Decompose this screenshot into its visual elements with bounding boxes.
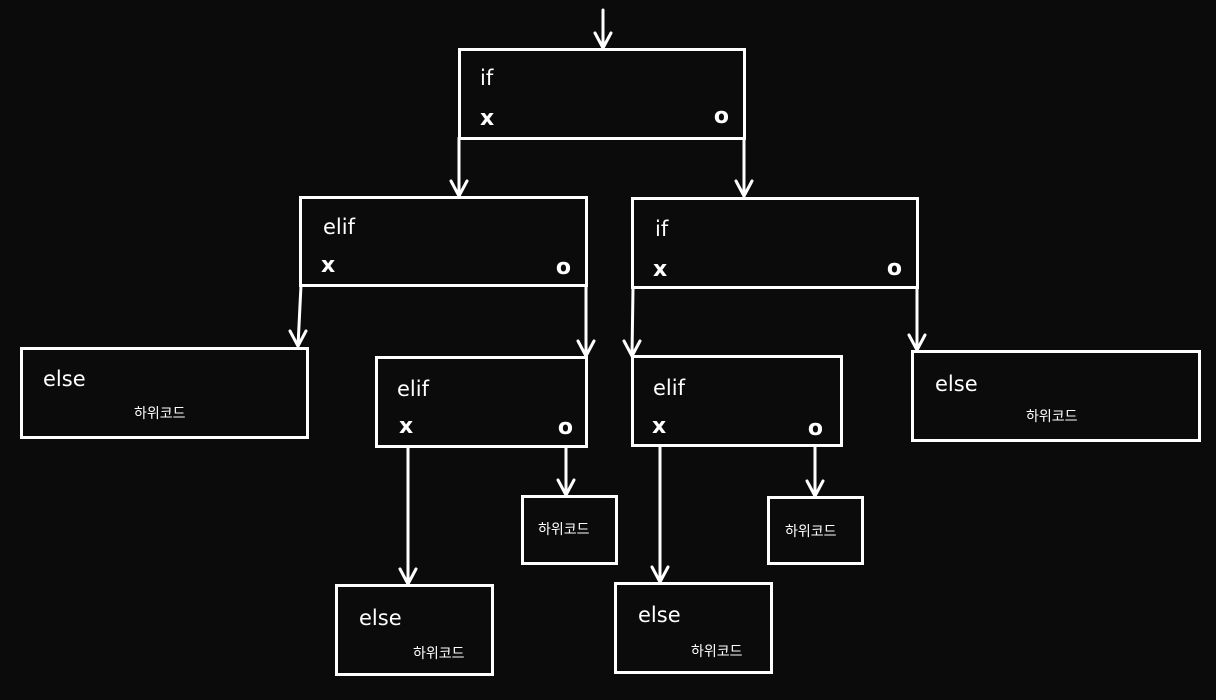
subcode-mid-left-label: 하위코드 (538, 522, 590, 538)
arrow-if-right-o-to-else (907, 285, 927, 352)
arrow-elif-left-o-to-elif (576, 283, 596, 358)
else-bottom-right-keyword: else (638, 603, 681, 627)
arrow-root-o-to-if-right (734, 136, 754, 198)
else-far-left-keyword: else (43, 367, 86, 391)
elif-mid-left-node: elif x o (375, 356, 588, 448)
elif-left-true-label: o (555, 255, 571, 280)
else-far-right-node: else 하위코드 (911, 350, 1201, 442)
else-bottom-left-node: else 하위코드 (335, 584, 494, 676)
elif-left-node: elif x o (299, 196, 588, 287)
else-far-left-subcode: 하위코드 (134, 406, 186, 422)
if-right-false-label: x (653, 257, 668, 282)
elif-mid-right-true-label: o (807, 416, 823, 441)
subcode-mid-left-node: 하위코드 (521, 495, 618, 565)
arrow-if-right-x-to-elif (622, 285, 642, 358)
if-right-true-label: o (886, 256, 902, 281)
root-if-keyword: if (480, 66, 494, 90)
subcode-mid-right-label: 하위코드 (785, 524, 837, 540)
elif-mid-left-false-label: x (399, 414, 414, 439)
root-if-false-label: x (480, 106, 495, 131)
arrow-elif-mid-right-x-to-else (650, 444, 670, 584)
arrow-elif-left-x-to-else (288, 283, 308, 348)
elif-mid-right-false-label: x (652, 414, 667, 439)
else-bottom-right-node: else 하위코드 (614, 582, 773, 674)
arrow-root-x-to-elif-left (449, 136, 469, 198)
root-if-node: if x o (458, 48, 746, 140)
elif-mid-left-keyword: elif (397, 377, 429, 401)
if-right-node: if x o (631, 197, 919, 289)
arrow-elif-mid-left-o-to-sub (556, 445, 576, 497)
elif-left-false-label: x (321, 253, 336, 278)
else-far-left-node: else 하위코드 (20, 347, 309, 439)
else-far-right-subcode: 하위코드 (1026, 409, 1078, 425)
else-bottom-right-subcode: 하위코드 (691, 644, 743, 660)
else-bottom-left-keyword: else (359, 606, 402, 630)
arrow-elif-mid-right-o-to-sub (805, 444, 825, 498)
else-far-right-keyword: else (935, 372, 978, 396)
arrow-elif-mid-left-x-to-else (398, 445, 418, 586)
subcode-mid-right-node: 하위코드 (767, 496, 864, 565)
elif-mid-right-keyword: elif (653, 376, 685, 400)
elif-mid-right-node: elif x o (631, 355, 843, 447)
entry-arrow (593, 8, 613, 50)
else-bottom-left-subcode: 하위코드 (413, 646, 465, 662)
root-if-true-label: o (713, 104, 729, 129)
elif-left-keyword: elif (323, 215, 355, 239)
elif-mid-left-true-label: o (557, 415, 573, 440)
if-right-keyword: if (655, 217, 669, 241)
